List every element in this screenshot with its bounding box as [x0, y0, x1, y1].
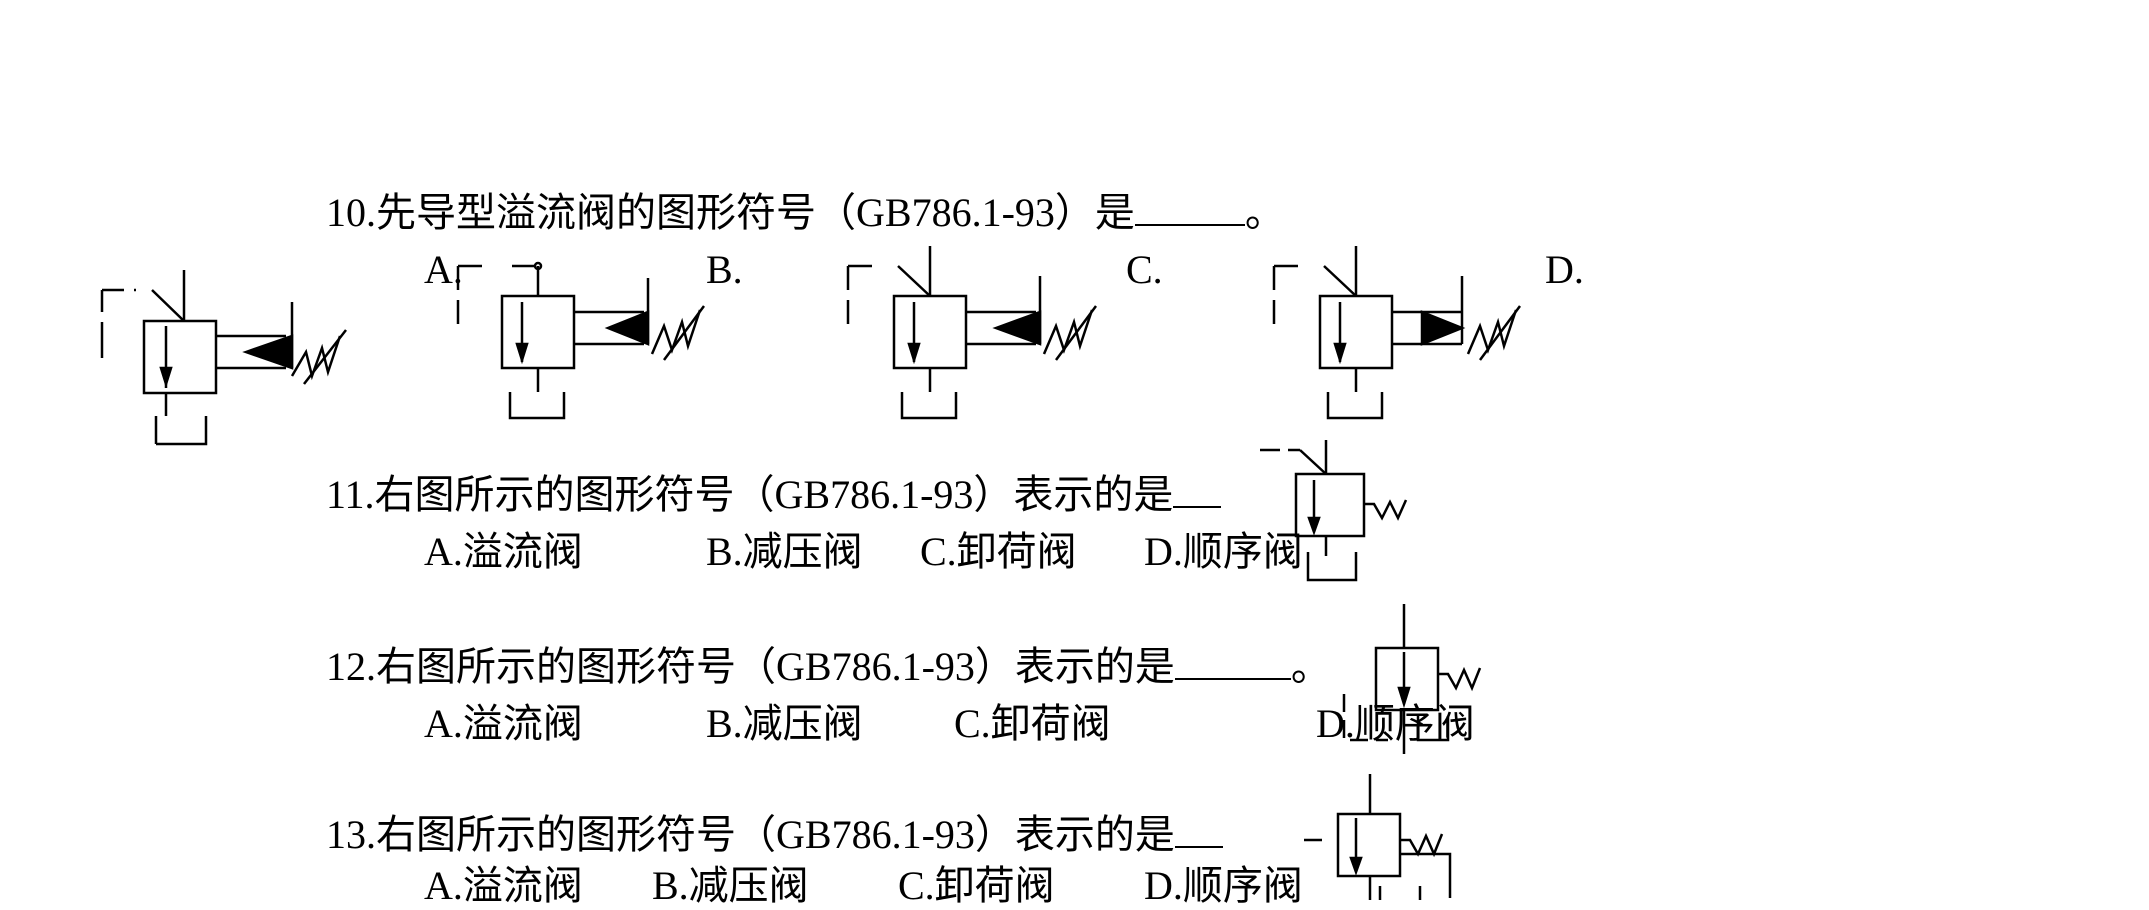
question-10-stem: 10.先导型溢流阀的图形符号（GB786.1-93）是。	[326, 188, 1285, 235]
option-c: C.卸荷阀	[920, 529, 1077, 574]
option-b: B.减压阀	[706, 529, 863, 574]
option-a: A.溢流阀	[424, 863, 583, 908]
option-d: D.	[1545, 247, 1584, 292]
option-a: A.	[424, 247, 463, 292]
valve-symbol-q12	[1342, 604, 1482, 754]
option-a: A.溢流阀	[424, 701, 583, 746]
answer-blank	[1173, 470, 1222, 508]
relief-valve-symbol-b	[456, 261, 706, 420]
valve-symbol-q11	[1260, 440, 1408, 582]
option-c: C.	[1126, 247, 1163, 292]
option-c: C.卸荷阀	[898, 863, 1055, 908]
relief-valve-symbol-a	[100, 270, 347, 446]
relief-valve-symbol-d	[1272, 246, 1522, 420]
option-b: B.减压阀	[652, 863, 809, 908]
question-13-stem: 13.右图所示的图形符号（GB786.1-93）表示的是	[326, 810, 1223, 859]
option-b: B.减压阀	[706, 701, 863, 746]
valve-symbol-q13	[1304, 774, 1452, 900]
question-12-stem: 12.右图所示的图形符号（GB786.1-93）表示的是。	[326, 642, 1331, 689]
option-a: A.溢流阀	[424, 529, 583, 574]
option-b: B.	[706, 247, 743, 292]
option-c: C.卸荷阀	[954, 701, 1111, 746]
answer-blank	[1134, 188, 1245, 226]
relief-valve-symbol-c	[846, 246, 1098, 420]
option-d: D.顺序阀	[1144, 863, 1303, 908]
answer-blank	[1174, 642, 1291, 680]
option-d: D.顺序阀	[1144, 529, 1303, 574]
answer-blank	[1174, 810, 1223, 848]
question-11-stem: 11.右图所示的图形符号（GB786.1-93）表示的是	[326, 470, 1222, 519]
